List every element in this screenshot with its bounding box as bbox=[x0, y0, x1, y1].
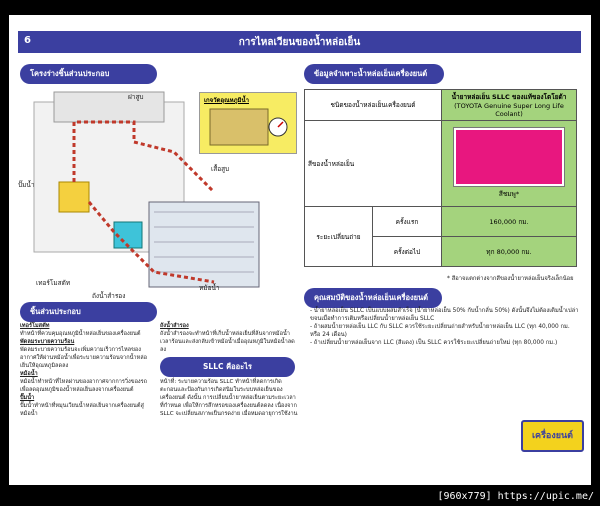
components-left: เทอร์โมสตัท ทำหน้าที่ควบคุมอุณหภูมิน้ำหล… bbox=[20, 322, 154, 418]
type-label: ชนิดของน้ำหล่อเย็นเครื่องยนต์ bbox=[304, 89, 442, 121]
color-footnote: * สีอาจแตกต่างจากสีของน้ำยาหล่อเย็นจริงเ… bbox=[447, 276, 574, 282]
label-thermostat: เทอร์โมสตัท bbox=[36, 279, 71, 287]
comp-1-text: ทำหน้าที่ควบคุมอุณหภูมิน้ำหล่อเย็นของเคร… bbox=[20, 331, 141, 337]
label-water-pump: ปั๊มน้ำ bbox=[18, 181, 35, 189]
first-label: ครั้งแรก bbox=[372, 206, 442, 237]
color-swatch bbox=[453, 127, 565, 187]
color-value: สีชมพู* bbox=[498, 190, 520, 198]
engine-icon bbox=[209, 108, 288, 146]
page-number: 6 bbox=[24, 35, 31, 46]
comp-3-title: หม้อน้ำ bbox=[20, 371, 38, 377]
page-title: การไหลเวียนของน้ำหล่อเย็น bbox=[238, 37, 361, 48]
footer: [960x779] https://upic.me/ bbox=[0, 487, 600, 506]
inset-title: เกจวัดอุณหภูมิน้ำ bbox=[204, 97, 249, 104]
spec-heading: ข้อมูลจำเพาะน้ำหล่อเย็นเครื่องยนต์ bbox=[304, 64, 444, 84]
temperature-gauge-inset: เกจวัดอุณหภูมิน้ำ bbox=[199, 92, 297, 154]
comp-4-text: ปั๊มน้ำทำหน้าที่หมุนเวียนน้ำหล่อเย็นจากเ… bbox=[20, 403, 144, 417]
label-cylinder-head: ฝาสูบ bbox=[128, 93, 144, 101]
components-heading: ชิ้นส่วนประกอบ bbox=[20, 302, 157, 322]
spec-table: ชนิดของน้ำหล่อเย็นเครื่องยนต์ น้ำยาหล่อเ… bbox=[304, 89, 577, 267]
components-right: ถังน้ำสำรอง ถังน้ำสำรองจะทำหน้าที่เก็บน้… bbox=[160, 322, 298, 354]
cooling-system-diagram bbox=[33, 91, 260, 288]
property-1: - น้ำยาหล่อเย็น SLLC เป็นแบบผสมสำเร็จ (น… bbox=[310, 308, 579, 322]
engine-section-logo: เครื่องยนต์ bbox=[521, 420, 584, 452]
color-label: สีของน้ำหล่อเย็น bbox=[304, 120, 442, 207]
type-value-en: (TOYOTA Genuine Super Long Life Coolant) bbox=[454, 102, 564, 118]
next-label: ครั้งต่อไป bbox=[372, 236, 442, 267]
comp-5-text: ถังน้ำสำรองจะทำหน้าที่เก็บน้ำหล่อเย็นที่… bbox=[160, 331, 295, 353]
footer-text: [960x779] https://upic.me/ bbox=[437, 491, 594, 502]
comp-3-text: หม้อน้ำทำหน้าที่ไหลผ่านของอากาศจากการวิ่… bbox=[20, 379, 148, 393]
color-value-cell: สีชมพู* bbox=[441, 120, 577, 207]
comp-4-title: ปั๊มน้ำ bbox=[20, 395, 35, 401]
comp-1-title: เทอร์โมสตัท bbox=[20, 323, 50, 329]
label-reservoir: ถังน้ำสำรอง bbox=[92, 292, 126, 300]
comp-2-title: พัดลมระบายความร้อน bbox=[20, 339, 75, 345]
label-cylinder-block: เสื้อสูบ bbox=[211, 165, 230, 173]
comp-2-text: พัดลมระบายความร้อนจะเพิ่มความเร็วการไหลข… bbox=[20, 347, 148, 369]
structure-heading: โครงร่างชิ้นส่วนประกอบ bbox=[20, 64, 157, 84]
next-value: ทุก 80,000 กม. bbox=[441, 236, 577, 267]
first-value: 160,000 กม. bbox=[441, 206, 577, 237]
type-value: น้ำยาหล่อเย็น SLLC ของแท้ของโตโยต้า bbox=[451, 93, 567, 101]
property-3: - ถ้าเปลี่ยนน้ำยาหล่อเย็นจาก LLC (สีแดง)… bbox=[310, 340, 558, 346]
sllc-heading: SLLC คืออะไร bbox=[160, 357, 295, 377]
page-header: 6 การไหลเวียนของน้ำหล่อเย็น bbox=[18, 31, 581, 53]
sllc-text: หน้าที่: ระบายความร้อน SLLC ทำหน้าที่ลดก… bbox=[160, 379, 298, 417]
comp-5-title: ถังน้ำสำรอง bbox=[160, 323, 189, 329]
properties-heading: คุณสมบัติของน้ำหล่อเย็นเครื่องยนต์ bbox=[304, 288, 442, 308]
properties-list: - น้ำยาหล่อเย็น SLLC เป็นแบบผสมสำเร็จ (น… bbox=[310, 307, 580, 347]
type-value-cell: น้ำยาหล่อเย็น SLLC ของแท้ของโตโยต้า (TOY… bbox=[441, 89, 577, 121]
interval-label: ระยะเปลี่ยนถ่าย bbox=[304, 206, 373, 267]
property-2: - ถ้าผสมน้ำยาหล่อเย็น LLC กับ SLLC ควรใช… bbox=[310, 324, 570, 338]
label-radiator: หม้อน้ำ bbox=[199, 284, 220, 292]
